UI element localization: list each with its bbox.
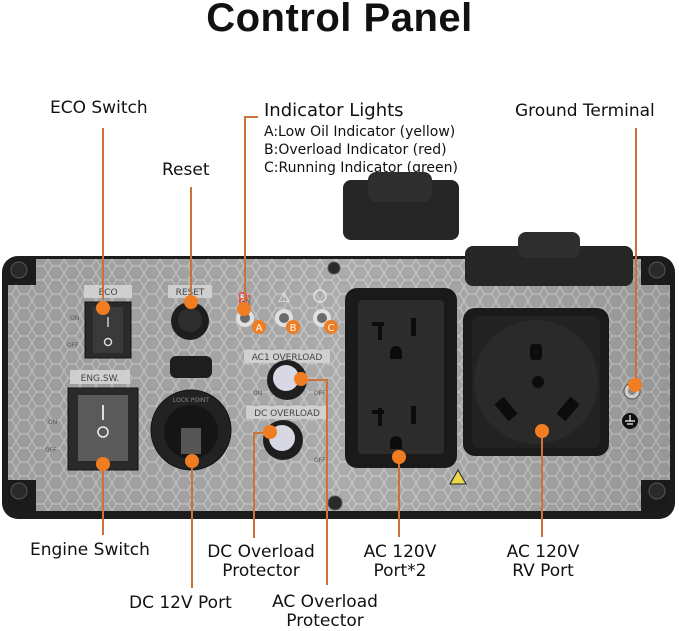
leader-engine [102, 465, 104, 535]
svg-text:ENG.SW.: ENG.SW. [81, 374, 120, 384]
reset-label: Reset [162, 160, 210, 180]
indicator-letter-a: A [256, 323, 263, 334]
svg-text:ON: ON [48, 419, 57, 426]
eco-marking: ECO [98, 288, 117, 298]
marker-indicators [237, 302, 251, 316]
leader-dc-overload [253, 432, 255, 538]
marker-ac120 [392, 450, 406, 464]
marker-ac-overload [294, 372, 308, 386]
page-title: Control Panel [206, 0, 473, 40]
ac-overload-protector-label: AC Overload Protector [262, 593, 388, 631]
svg-text:OFF: OFF [45, 447, 57, 454]
engine-switch-label: Engine Switch [30, 540, 150, 560]
marker-eco [96, 301, 110, 315]
leader-eco [102, 128, 104, 300]
indicator-letter-c: C [328, 323, 335, 334]
marker-dc12v [185, 454, 199, 468]
eco-switch-label: ECO Switch [50, 98, 148, 118]
svg-text:AC1 OVERLOAD: AC1 OVERLOAD [252, 353, 323, 363]
leader-ground [635, 128, 637, 383]
indicator-legend-a: A:Low Oil Indicator (yellow) [264, 124, 456, 140]
leader-indicators [244, 116, 246, 306]
svg-text:ON: ON [70, 315, 79, 322]
marker-ground [628, 378, 642, 392]
leader-reset [190, 187, 192, 300]
svg-text:ON: ON [253, 390, 262, 397]
marker-reset [184, 295, 198, 309]
ac-overload-protector-line2: Protector [286, 611, 364, 631]
ac-120v-rv-port-line2: RV Port [512, 561, 574, 581]
dc-overload-protector-line2: Protector [222, 561, 300, 581]
warning-icon: ⚠ [278, 290, 291, 306]
svg-text:OFF: OFF [314, 457, 326, 464]
leader-dc12v [191, 460, 193, 588]
indicator-letter-b: B [290, 323, 297, 334]
corner-bolt-icon [10, 261, 666, 511]
svg-text:OFF: OFF [67, 342, 79, 349]
high-voltage-warning-icon [449, 468, 467, 485]
dc-overload-protector-label: DC Overload Protector [198, 543, 324, 581]
indicator-legend-b: B:Overload Indicator (red) [264, 142, 447, 158]
leader-rv [541, 432, 543, 537]
ac-overload-protector-line1: AC Overload [272, 592, 378, 612]
leader-ac120 [398, 455, 400, 537]
indicator-lights-title: Indicator Lights [264, 100, 404, 121]
marker-rv [535, 424, 549, 438]
ac-120v-port-line2: Port*2 [373, 561, 427, 581]
dc-port-cap [170, 356, 212, 378]
svg-text:DC OVERLOAD: DC OVERLOAD [254, 409, 320, 419]
ac-120v-rv-port-label: AC 120V RV Port [488, 543, 598, 581]
ac-120v-port-line1: AC 120V [363, 542, 437, 562]
rv-outlet-cover [465, 246, 633, 286]
running-icon [313, 289, 327, 303]
leader-ac-overload [302, 379, 328, 381]
svg-text:LOCK POINT: LOCK POINT [173, 397, 209, 404]
dc-overload-protector-line1: DC Overload [207, 542, 315, 562]
dc-12v-port-label: DC 12V Port [129, 593, 232, 613]
ac-120v-rv-port-line1: AC 120V [506, 542, 580, 562]
svg-text:OFF: OFF [314, 390, 326, 397]
marker-engine [96, 457, 110, 471]
ground-terminal-label: Ground Terminal [515, 101, 655, 121]
ac-120v-port-label: AC 120V Port*2 [345, 543, 455, 581]
marker-dc-overload [263, 425, 277, 439]
